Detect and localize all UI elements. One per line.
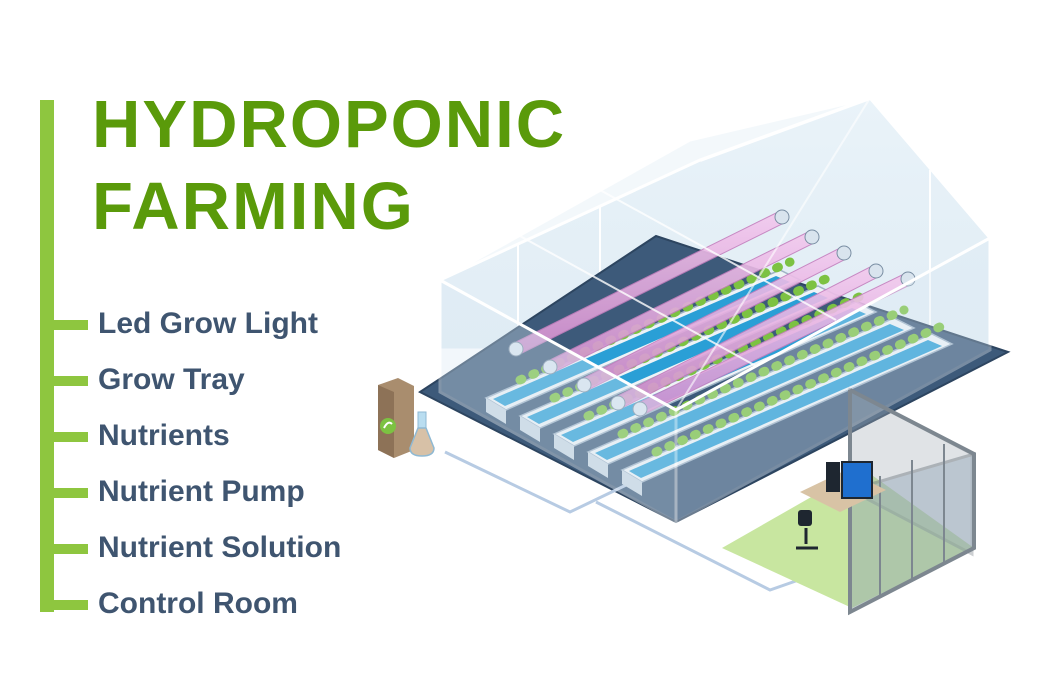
- legend-item-led-grow-light: Led Grow Light: [40, 302, 380, 342]
- computer-tower: [826, 462, 840, 492]
- office-chair-icon: [796, 510, 818, 550]
- legend-tick: [40, 488, 88, 498]
- nutrients: [378, 378, 435, 458]
- legend-tick: [40, 320, 88, 330]
- legend-tick: [40, 432, 88, 442]
- grow-tray: [518, 285, 840, 442]
- legend-label: Control Room: [98, 587, 298, 620]
- legend-label: Nutrient Solution: [98, 531, 342, 564]
- grow-tray: [484, 269, 802, 424]
- grow-tray: [620, 333, 954, 496]
- legend-label: Nutrient Pump: [98, 475, 305, 508]
- legend-bar: [40, 100, 54, 612]
- nutrient-bag-icon: [378, 378, 414, 458]
- legend-item-nutrients: Nutrients: [40, 414, 380, 454]
- legend-tick: [40, 544, 88, 554]
- legend-tick: [40, 376, 88, 386]
- legend-item-nutrient-solution: Nutrient Solution: [40, 526, 380, 566]
- led-grow-light: [576, 245, 852, 393]
- plant-row: [617, 305, 909, 439]
- led-grow-light: [610, 263, 884, 411]
- legend-label: Grow Tray: [98, 363, 245, 396]
- legend-item-control-room: Control Room: [40, 582, 380, 622]
- plant-row: [651, 321, 947, 457]
- control-room: [722, 387, 976, 616]
- title-line-2: FARMING: [92, 169, 415, 244]
- legend-label: Led Grow Light: [98, 307, 318, 340]
- led-grow-light: [508, 209, 790, 357]
- led-grow-light: [632, 271, 916, 417]
- flask-icon: [409, 411, 435, 457]
- legend-item-nutrient-pump: Nutrient Pump: [40, 470, 380, 510]
- plant-row: [583, 289, 871, 421]
- page-title: HYDROPONIC FARMING: [92, 84, 566, 248]
- title-line-1: HYDROPONIC: [92, 87, 567, 162]
- led-grow-lights: [508, 209, 916, 417]
- legend-item-grow-tray: Grow Tray: [40, 358, 380, 398]
- legend-tick: [40, 600, 88, 610]
- legend-label: Nutrients: [98, 419, 230, 452]
- led-grow-light: [542, 229, 820, 375]
- monitor-icon: [841, 461, 873, 499]
- greenhouse-glass-front: [438, 96, 992, 525]
